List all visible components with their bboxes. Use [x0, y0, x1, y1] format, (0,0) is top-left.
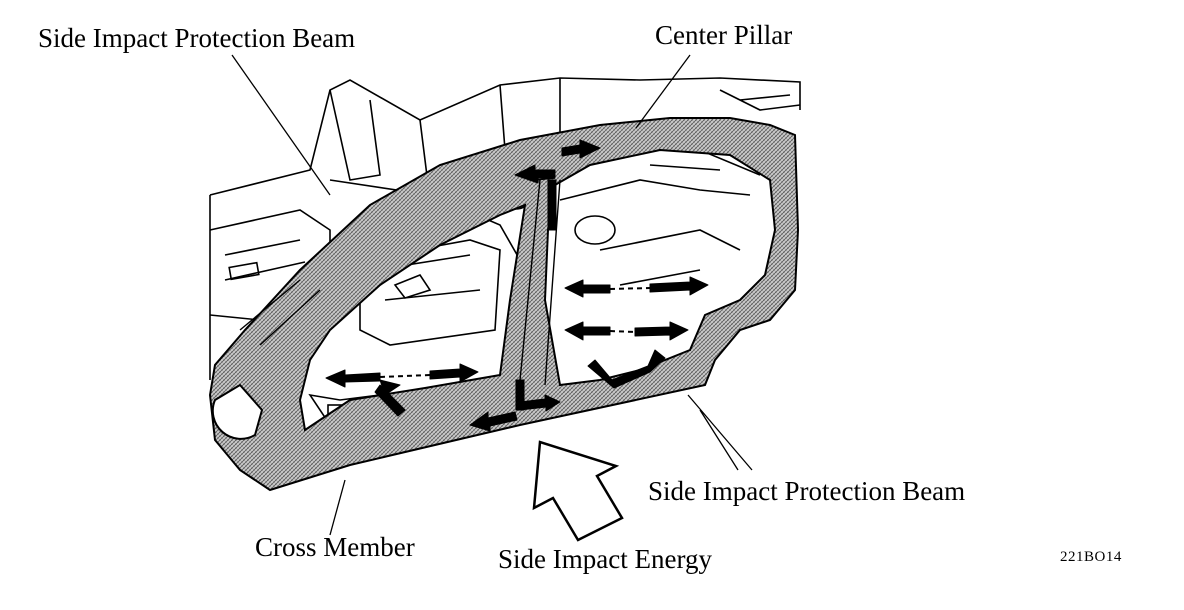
body-side-frame — [208, 117, 800, 492]
label-beam-right: Side Impact Protection Beam — [648, 476, 966, 506]
impact-energy-arrow — [532, 440, 624, 542]
label-beam-top: Side Impact Protection Beam — [38, 23, 356, 53]
label-impact-energy: Side Impact Energy — [498, 544, 712, 574]
label-cross-member: Cross Member — [255, 532, 415, 562]
label-center-pillar: Center Pillar — [655, 20, 793, 50]
leader-lines — [231, 54, 753, 536]
force-dashes — [379, 287, 651, 378]
figure-code: 221BO14 — [1060, 549, 1122, 565]
force-arrows — [325, 139, 709, 432]
